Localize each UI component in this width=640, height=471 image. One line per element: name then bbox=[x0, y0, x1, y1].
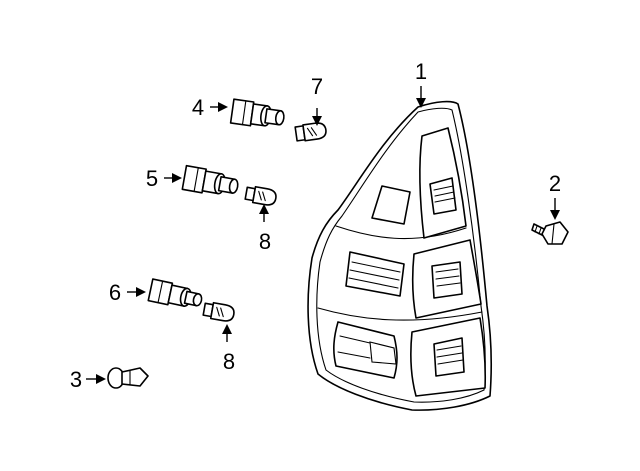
callout-8-lower: 8 bbox=[223, 349, 235, 374]
bulb-part-8-upper bbox=[244, 185, 277, 206]
middle-right-lens bbox=[431, 261, 463, 299]
bulb-part-8-lower bbox=[202, 301, 235, 322]
clip-part-3 bbox=[107, 367, 149, 389]
middle-left-lens bbox=[345, 251, 405, 297]
callout-7: 7 bbox=[311, 74, 323, 99]
lower-left-lens bbox=[333, 321, 398, 379]
upper-divider bbox=[335, 225, 467, 240]
callout-5: 5 bbox=[146, 166, 158, 191]
screw-part-2 bbox=[531, 221, 569, 245]
callout-1: 1 bbox=[415, 59, 427, 84]
bulb-part-7 bbox=[294, 122, 327, 142]
callout-4: 4 bbox=[192, 95, 204, 120]
upper-right-lens bbox=[429, 177, 457, 215]
lower-right-lens bbox=[433, 337, 465, 377]
leader-lines bbox=[86, 86, 560, 384]
lower-divider bbox=[317, 307, 483, 321]
tail-lamp-bezel bbox=[316, 107, 486, 403]
callout-labels: 1 2 3 4 5 6 7 8 8 bbox=[70, 59, 561, 392]
socket-part-4 bbox=[229, 98, 285, 127]
socket-part-6 bbox=[147, 278, 203, 307]
socket-part-5 bbox=[181, 164, 239, 195]
callout-3: 3 bbox=[70, 367, 82, 392]
callout-2: 2 bbox=[549, 171, 561, 196]
tail-lamp-assembly bbox=[307, 100, 493, 411]
callout-8-upper: 8 bbox=[259, 229, 271, 254]
callout-6: 6 bbox=[109, 280, 121, 305]
upper-left-lens bbox=[371, 185, 411, 225]
